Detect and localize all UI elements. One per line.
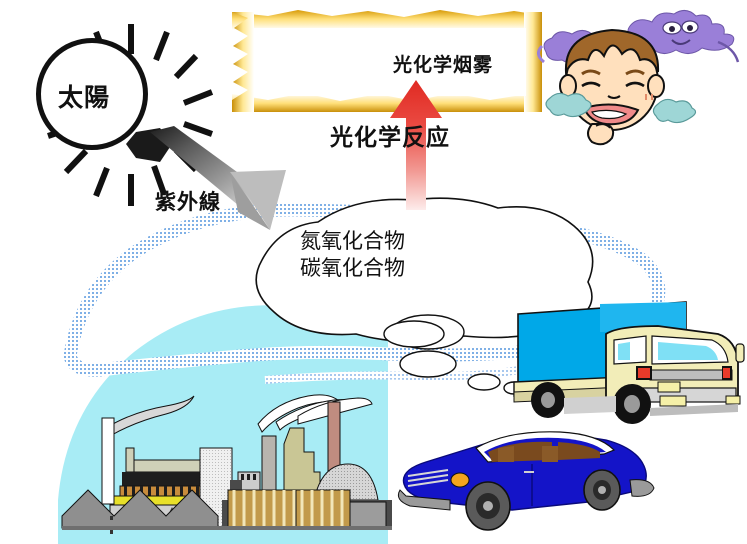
parchment-scroll-icon bbox=[228, 8, 544, 118]
cough-puff-left-icon bbox=[540, 88, 598, 124]
pollutant-cloud-text: 氮氧化合物 碳氧化合物 bbox=[300, 228, 405, 282]
uv-label: 紫外線 bbox=[155, 190, 221, 214]
haze-band bbox=[60, 196, 680, 386]
artifact-dots bbox=[108, 514, 116, 540]
cloud-line-2: 碳氧化合物 bbox=[300, 256, 405, 280]
up-arrow-icon bbox=[388, 78, 444, 210]
car-icon bbox=[392, 418, 662, 538]
cloud-line-1: 氮氧化合物 bbox=[300, 229, 405, 253]
sun-disc bbox=[36, 38, 148, 150]
cloud-bubble-left bbox=[383, 318, 514, 358]
cloud-bubble-trail bbox=[392, 344, 532, 404]
purple-smog-icon bbox=[614, 4, 744, 66]
cough-puff-right-icon bbox=[648, 96, 702, 130]
smog-label: 光化学烟雾 bbox=[393, 54, 494, 76]
factory-icon bbox=[61, 360, 392, 544]
sun-label: 太陽 bbox=[58, 83, 111, 112]
uv-ray-arrow-icon bbox=[120, 126, 320, 236]
reaction-label: 光化学反应 bbox=[330, 125, 450, 151]
truck-icon bbox=[500, 300, 747, 432]
